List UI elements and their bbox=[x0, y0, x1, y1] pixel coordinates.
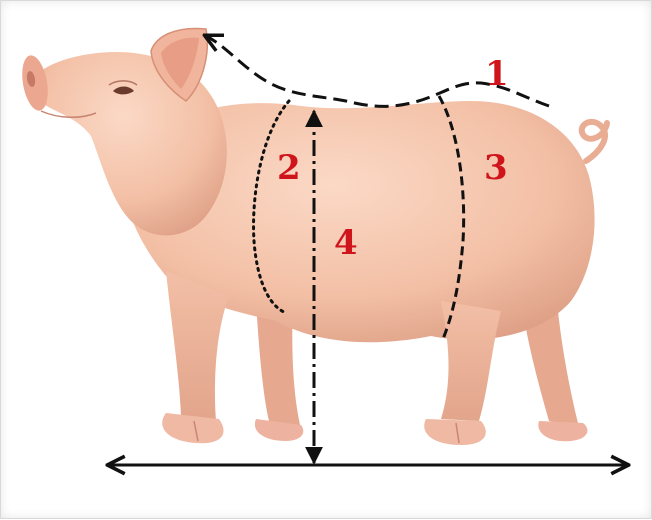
pig-tail bbox=[582, 122, 607, 161]
pig-front-leg bbox=[162, 271, 229, 443]
label-2: 2 bbox=[277, 151, 301, 185]
label-4: 4 bbox=[334, 226, 358, 260]
label-3: 3 bbox=[484, 151, 508, 185]
label-1: 1 bbox=[485, 57, 509, 91]
